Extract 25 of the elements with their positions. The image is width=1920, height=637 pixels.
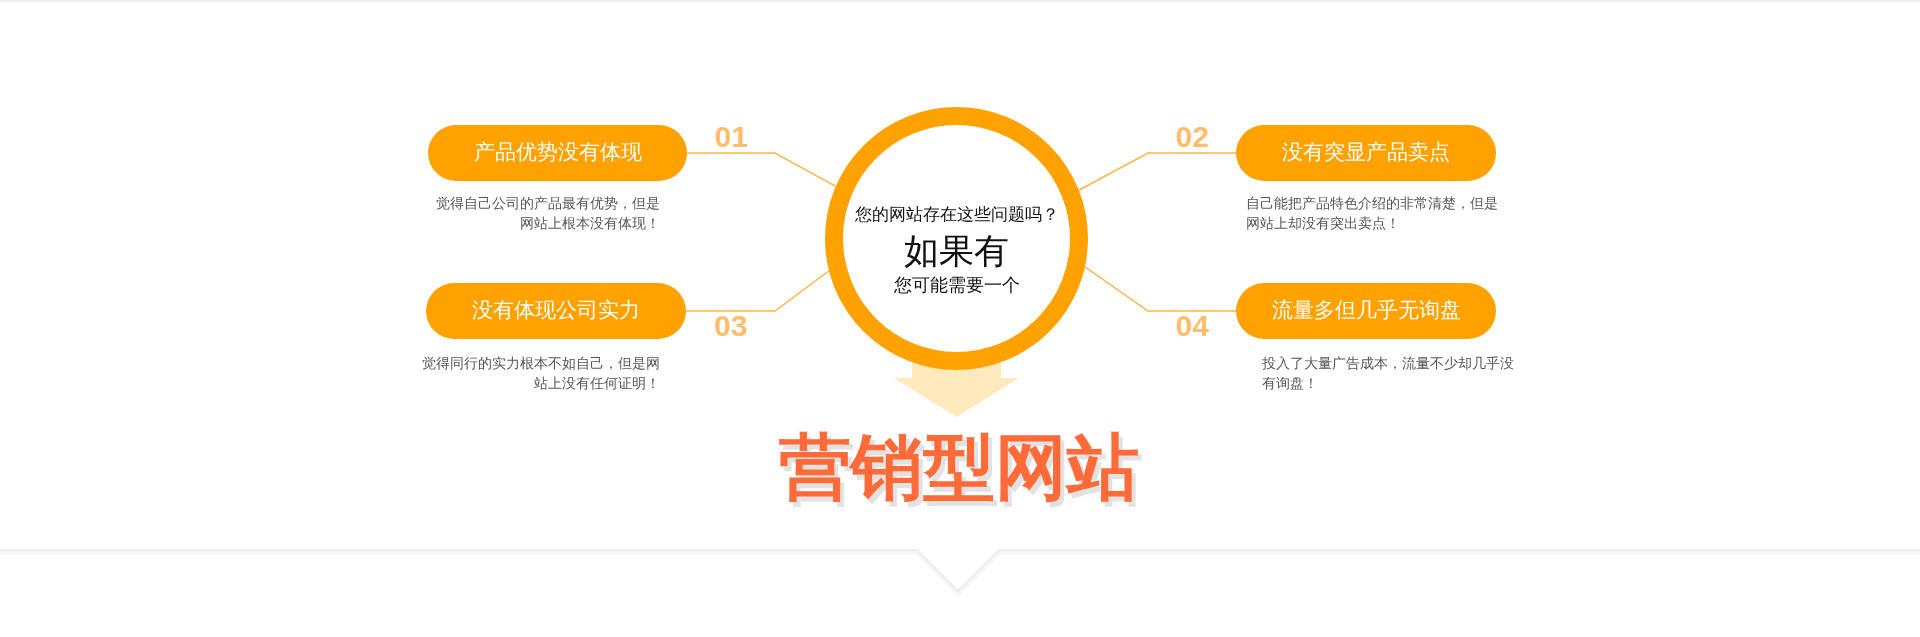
description-text: 自己能把产品特色介绍的非常清楚，但是网站上却没有突出卖点！ [1246,194,1499,233]
problem-pill [426,283,686,339]
pill-title: 没有突显产品卖点 [1282,140,1450,166]
connector-line [1078,152,1237,191]
emphasis-text: 如果有 [904,229,1009,272]
question-text: 您的网站存在这些问题吗？ [854,202,1059,225]
subtitle-text: 您可能需要一个 [893,272,1020,297]
connector-line [1084,266,1237,312]
step-number: 01 [714,122,748,152]
pill-title: 流量多但几乎无询盘 [1271,298,1461,324]
problem-pill [1236,283,1496,339]
headline-text: 营销型网站 [779,422,1139,512]
problem-pill [1236,125,1496,181]
pill-title: 没有体现公司实力 [472,298,640,324]
pill-title: 产品优势没有体现 [473,140,642,166]
block-arrow [894,362,1019,417]
step-number: 03 [714,311,748,341]
problem-pill [428,125,687,181]
description-text: 觉得同行的实力根本不如自己，但是网站上没有任何证明！ [421,354,660,393]
description-text: 觉得自己公司的产品最有优势，但是网站上根本没有体现！ [435,194,660,233]
connector-line [685,270,830,312]
connector-line [686,152,837,188]
description-text: 投入了大量广告成本，流量不少却几乎没有询盘！ [1262,354,1515,393]
step-number: 04 [1175,311,1209,341]
step-number: 02 [1175,122,1209,152]
